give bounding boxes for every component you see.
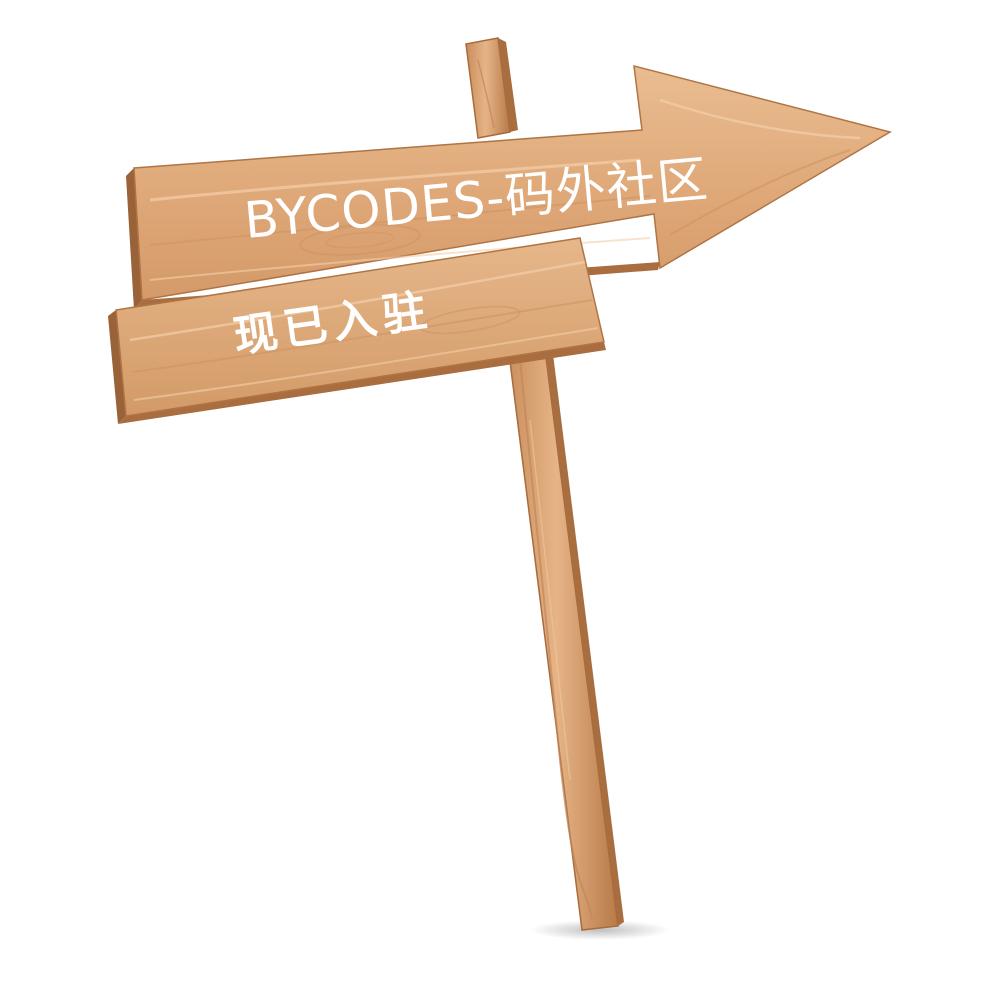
pole-shadow [530, 920, 670, 940]
plank-board: 现已入驻 [108, 237, 606, 424]
signpost-pole [465, 37, 624, 931]
